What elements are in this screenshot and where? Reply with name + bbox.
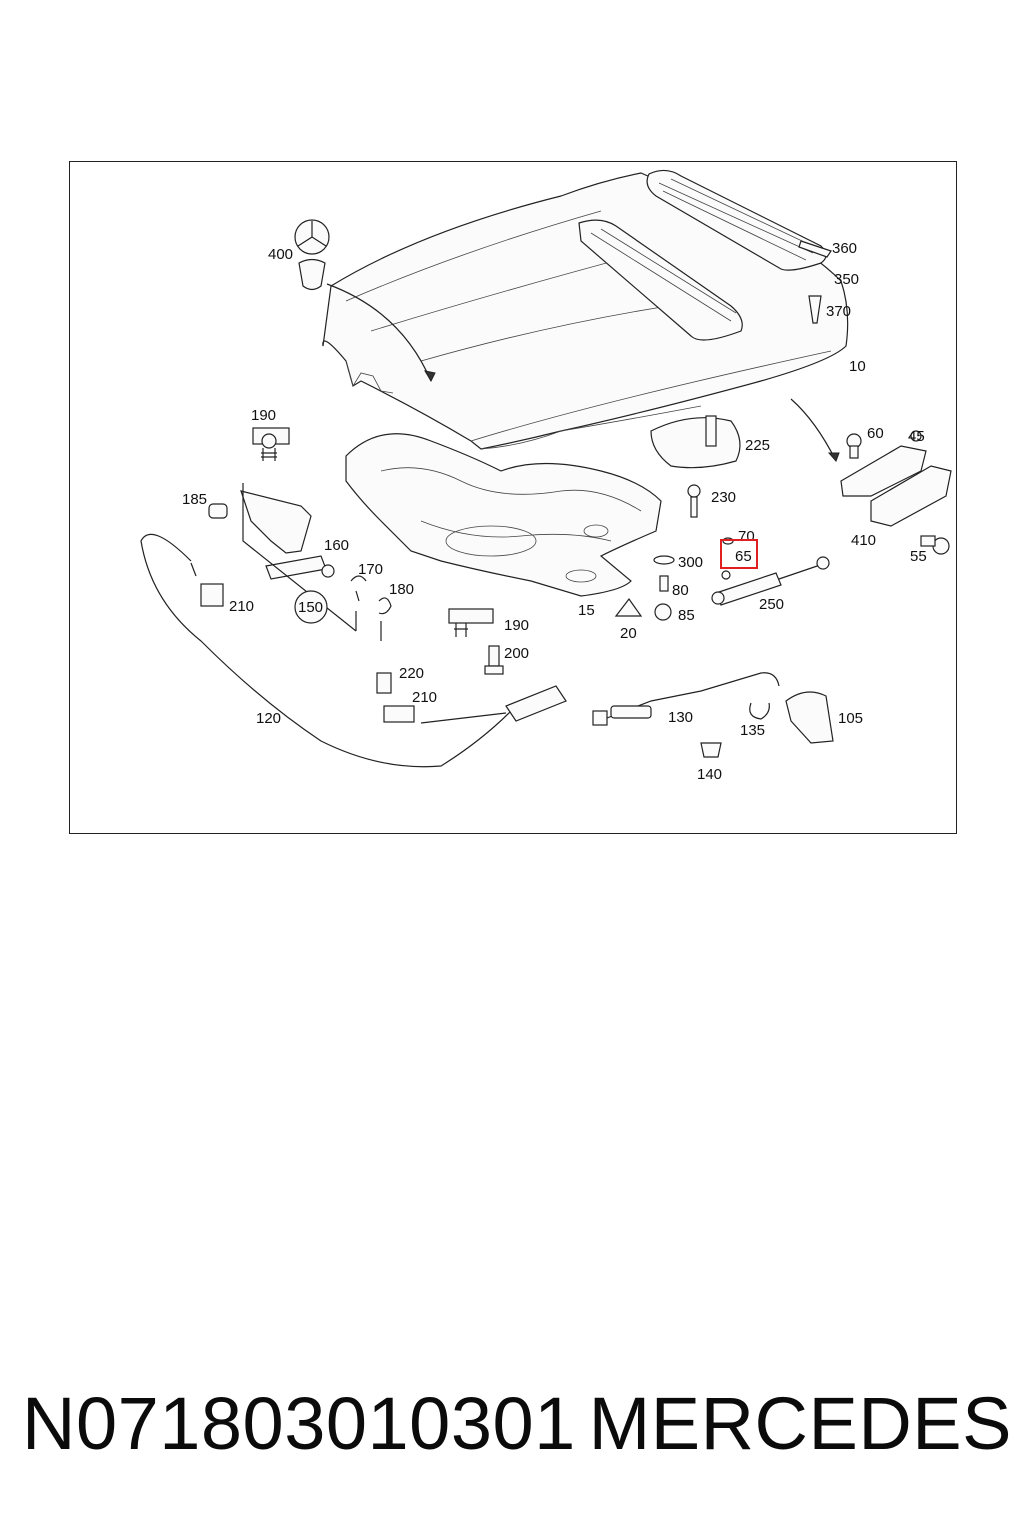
highlight-box-65 xyxy=(720,539,758,569)
label-210-left: 210 xyxy=(229,598,254,615)
label-45: 45 xyxy=(908,428,925,445)
label-190-top: 190 xyxy=(251,407,276,424)
label-135: 135 xyxy=(740,722,765,739)
label-80: 80 xyxy=(672,582,689,599)
label-70: 70 xyxy=(738,528,755,545)
label-150: 150 xyxy=(298,599,323,616)
bolt-220 xyxy=(376,672,392,694)
lock-210-left xyxy=(200,583,224,607)
label-160: 160 xyxy=(324,537,349,554)
hood-hinge-assembly xyxy=(840,430,952,555)
o-ring-300 xyxy=(653,555,675,565)
bracket-105 xyxy=(785,691,834,744)
label-185: 185 xyxy=(182,491,207,508)
push-clip-230 xyxy=(687,484,701,518)
release-handle xyxy=(505,685,567,722)
label-105: 105 xyxy=(838,710,863,727)
clip-360 xyxy=(798,240,832,258)
label-85: 85 xyxy=(678,607,695,624)
buffer-190-top xyxy=(252,427,290,461)
label-20: 20 xyxy=(620,625,637,642)
label-360: 360 xyxy=(832,240,857,257)
emblem-arrow xyxy=(326,283,432,382)
label-190-mid: 190 xyxy=(504,617,529,634)
gas-strut-250 xyxy=(711,556,830,606)
callout-circle-150 xyxy=(294,590,328,624)
caption-bar: N071803010301 MERCEDES xyxy=(22,1378,1012,1468)
part-80 xyxy=(659,575,669,592)
label-15: 15 xyxy=(578,602,595,619)
label-230: 230 xyxy=(711,489,736,506)
label-130: 130 xyxy=(668,709,693,726)
lock-210-lower xyxy=(383,705,415,723)
label-55: 55 xyxy=(910,548,927,565)
screw-370 xyxy=(808,295,822,324)
hood-panel xyxy=(322,169,849,450)
label-410: 410 xyxy=(851,532,876,549)
label-65-highlighted: 65 xyxy=(735,548,752,565)
star-emblem-icon xyxy=(294,219,330,291)
label-170: 170 xyxy=(358,561,383,578)
label-210-lower: 210 xyxy=(412,689,437,706)
latch-arrow xyxy=(790,398,837,462)
buffer-190-mid xyxy=(448,608,504,675)
label-120: 120 xyxy=(256,710,281,727)
label-180: 180 xyxy=(389,581,414,598)
part-65 xyxy=(721,570,731,580)
snap-ring-135 xyxy=(749,702,770,720)
label-225: 225 xyxy=(745,437,770,454)
part-85 xyxy=(654,603,672,621)
label-300: 300 xyxy=(678,554,703,571)
release-cable-120 xyxy=(140,533,512,768)
label-350: 350 xyxy=(834,271,859,288)
label-200: 200 xyxy=(504,645,529,662)
hood-insulation-mat xyxy=(345,433,662,597)
label-60: 60 xyxy=(867,425,884,442)
parts-diagram: 10 15 20 45 55 60 70 80 85 105 120 130 1… xyxy=(140,169,952,783)
parts-diagram-frame: 10 15 20 45 55 60 70 80 85 105 120 130 1… xyxy=(69,161,957,834)
label-220: 220 xyxy=(399,665,424,682)
brand-text: MERCEDES xyxy=(588,1381,1012,1465)
clip-140 xyxy=(700,742,722,758)
clip-20 xyxy=(614,597,643,617)
label-400: 400 xyxy=(268,246,293,263)
label-10: 10 xyxy=(849,358,866,375)
label-370: 370 xyxy=(826,303,851,320)
label-250: 250 xyxy=(759,596,784,613)
label-140: 140 xyxy=(697,766,722,783)
part-number-text: N071803010301 xyxy=(22,1381,576,1465)
part-225-post xyxy=(705,415,717,447)
cable-130 xyxy=(592,672,780,726)
bumper-185 xyxy=(208,503,228,519)
part-225 xyxy=(650,417,741,469)
